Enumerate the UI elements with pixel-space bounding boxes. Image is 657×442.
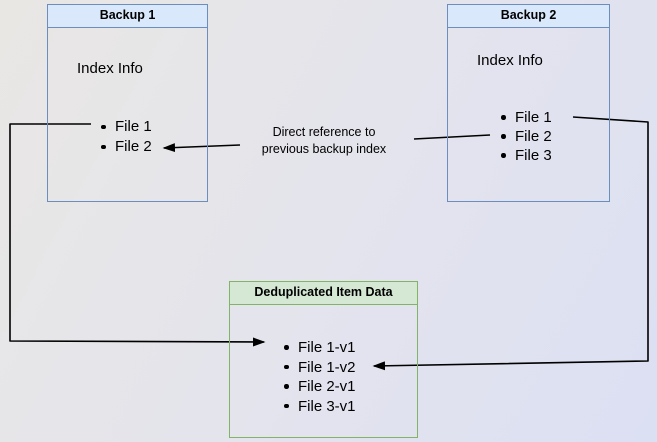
file-list-item: File 3 — [501, 146, 552, 165]
backup2-title: Backup 2 — [448, 5, 609, 28]
file-list-item: File 1-v1 — [284, 338, 356, 358]
file-list-item: File 2 — [101, 137, 152, 157]
backup1-index-info-label: Index Info — [77, 60, 143, 77]
file-list-item: File 2-v1 — [284, 377, 356, 397]
file-list-item: File 1-v2 — [284, 358, 356, 378]
backup2-index-info-label: Index Info — [477, 52, 543, 69]
backup1-title: Backup 1 — [48, 5, 207, 28]
file-list-item: File 2 — [501, 127, 552, 146]
file-list-item: File 3-v1 — [284, 397, 356, 417]
direct-reference-label: Direct reference to previous backup inde… — [261, 125, 387, 156]
file-list-item: File 1 — [501, 108, 552, 127]
file-list-item: File 1 — [101, 117, 152, 137]
dedup-title: Deduplicated Item Data — [230, 282, 417, 305]
